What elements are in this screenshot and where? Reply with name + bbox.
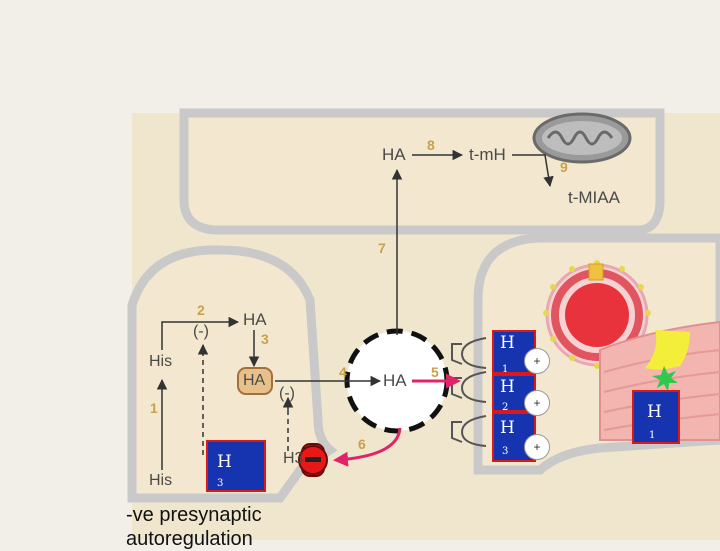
label-ha-top: HA	[382, 145, 406, 164]
label-ha-cleft: HA	[383, 371, 407, 390]
smooth-muscle	[599, 320, 720, 441]
label-ha-vesicle: HA	[243, 372, 266, 389]
label-minus-mid: (-)	[279, 385, 295, 402]
label-ha-presynaptic: HA	[243, 310, 267, 329]
step-number-2: 2	[197, 302, 205, 318]
label-his-bottom: His	[149, 472, 173, 489]
step-number-5: 5	[431, 364, 439, 380]
step-number-3: 3	[261, 331, 269, 347]
label-tmh: t-mH	[469, 145, 506, 164]
presynaptic-h3-receptor-shape	[298, 443, 328, 477]
plus-sign-h2: +	[524, 390, 550, 416]
step-number-9: 9	[560, 159, 568, 175]
receptor-h3-presynaptic: H 3	[206, 440, 266, 492]
mitochondrion	[532, 112, 632, 164]
blood-vessel	[543, 260, 651, 369]
receptor-h1-muscle: H 1	[632, 390, 680, 444]
step-number-7: 7	[378, 240, 386, 256]
label-h3-presynaptic: H3	[283, 450, 304, 467]
plus-sign-h3: +	[524, 434, 550, 460]
plus-sign-h1: +	[524, 348, 550, 374]
step-number-8: 8	[427, 137, 435, 153]
ha-storage-vesicle	[237, 367, 273, 395]
step-number-4: 4	[339, 364, 347, 380]
presynaptic-terminal	[127, 245, 338, 503]
label-minus-top: (-)	[193, 323, 209, 340]
label-his-top: His	[149, 353, 173, 370]
step-number-6: 6	[358, 436, 366, 452]
label-tmiaa: t-MIAA	[568, 188, 620, 207]
caption: -ve presynaptic	[126, 504, 262, 526]
step-number-1: 1	[150, 400, 158, 416]
